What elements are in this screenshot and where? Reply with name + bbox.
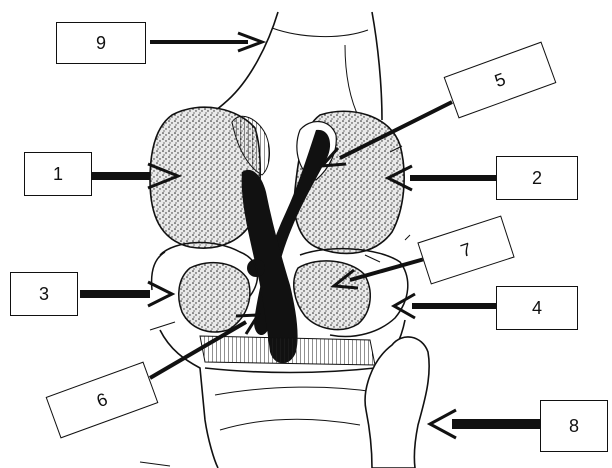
label-7-text: 7	[458, 238, 474, 261]
arrow-8	[430, 410, 540, 438]
label-9-text: 9	[96, 33, 106, 54]
arrow-3	[80, 282, 172, 306]
label-1-text: 1	[53, 164, 63, 185]
label-6-text: 6	[94, 388, 111, 411]
label-box-8: 8	[540, 400, 608, 452]
label-8-text: 8	[569, 416, 579, 437]
label-2-text: 2	[532, 168, 542, 189]
label-box-3: 3	[10, 272, 78, 316]
lateral-meniscus	[179, 263, 250, 332]
label-box-2: 2	[496, 156, 578, 200]
femur-shaft	[200, 12, 382, 122]
label-3-text: 3	[39, 284, 49, 305]
label-5-text: 5	[492, 68, 509, 91]
fibula	[365, 337, 429, 468]
label-box-1: 1	[24, 152, 92, 196]
arrow-9	[150, 33, 262, 51]
medial-meniscus	[294, 261, 370, 330]
arrow-4	[394, 294, 496, 318]
label-box-9: 9	[56, 22, 146, 64]
label-4-text: 4	[532, 298, 542, 319]
label-box-4: 4	[496, 286, 578, 330]
